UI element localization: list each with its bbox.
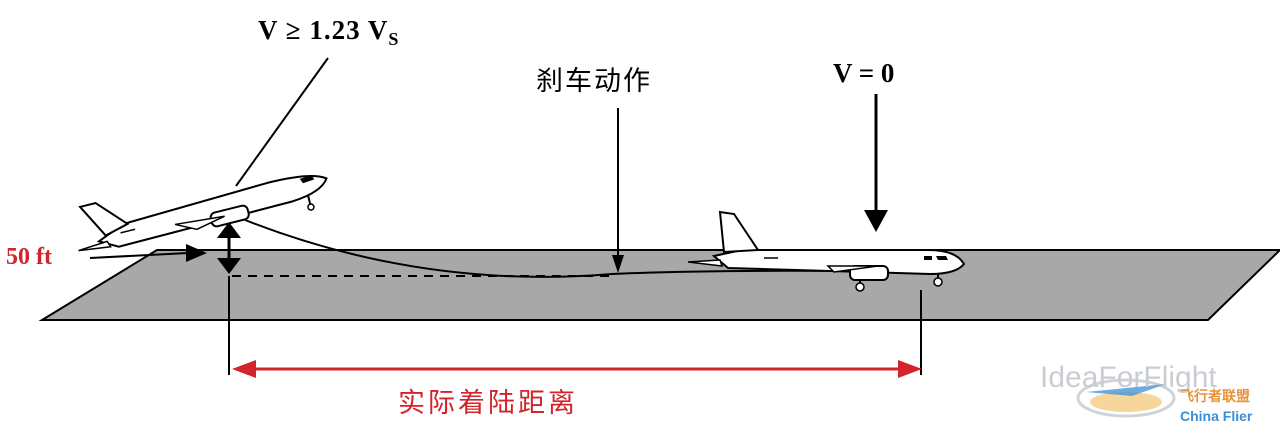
distance-arrow-right-head bbox=[898, 360, 922, 378]
watermark-cn: 飞行者联盟 bbox=[1180, 389, 1250, 405]
watermark-logo-icon bbox=[1076, 378, 1176, 418]
approach-airplane-icon bbox=[78, 174, 328, 252]
height-marker-arrow-down bbox=[217, 258, 241, 274]
actual-landing-distance-label: 实际着陆距离 bbox=[398, 388, 578, 419]
flight-path bbox=[239, 217, 841, 278]
braking-action-label: 刹车动作 bbox=[536, 66, 652, 97]
approach-speed-label: V ≥ 1.23 VS bbox=[258, 15, 400, 49]
watermark-text: IdeaForFlight bbox=[1040, 361, 1217, 394]
height-pointer-line bbox=[89, 252, 189, 259]
brake-arrow-head bbox=[612, 255, 624, 273]
landed-airplane-icon bbox=[687, 210, 966, 292]
approach-speed-subscript: S bbox=[388, 29, 400, 49]
stop-speed-label: V = 0 bbox=[833, 58, 895, 88]
speed-leader-line bbox=[235, 57, 329, 187]
watermark-en: China Flier bbox=[1180, 408, 1253, 424]
screen-height-label: 50 ft bbox=[6, 244, 52, 270]
height-pointer-arrowhead bbox=[186, 244, 207, 262]
height-marker-arrow-up bbox=[217, 222, 241, 238]
distance-arrow-left-head bbox=[232, 360, 256, 378]
stop-arrow-head bbox=[864, 210, 888, 232]
